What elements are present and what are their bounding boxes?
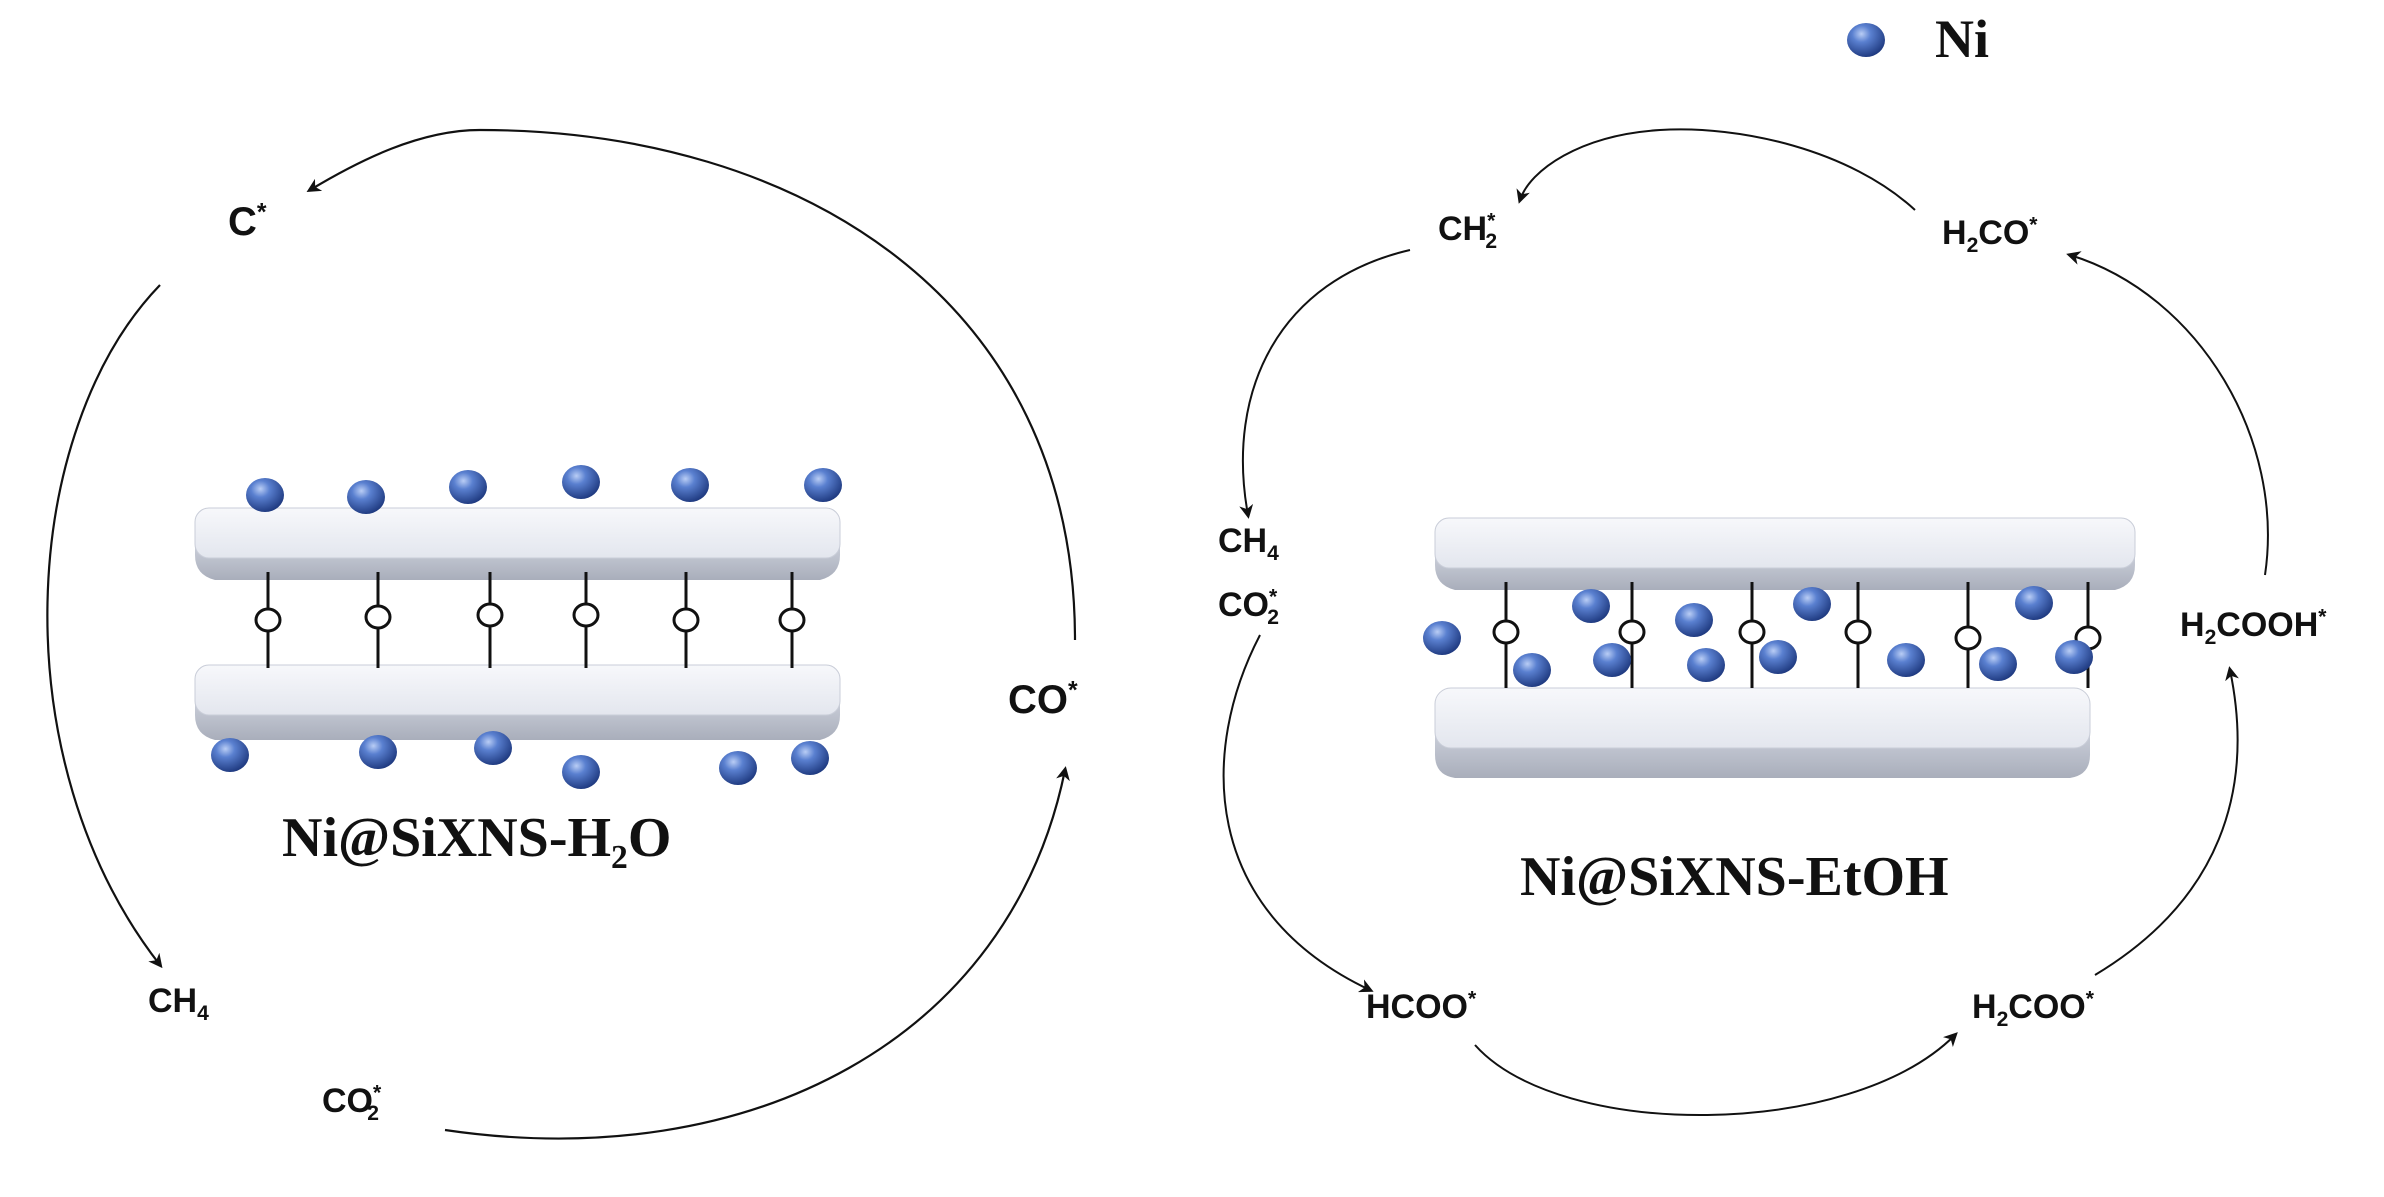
left-panel-title: Ni@SiXNS-H2O bbox=[282, 807, 672, 877]
linker-pillar bbox=[572, 572, 600, 668]
label-ch4-right: CH4 bbox=[1218, 522, 1279, 565]
ni-sphere bbox=[1675, 603, 1713, 637]
label-h2cooh-star: H2COOH* bbox=[2180, 605, 2327, 649]
label-hcoo-star: HCOO* bbox=[1366, 987, 1477, 1026]
arrow-c-to-ch4 bbox=[46, 284, 163, 969]
right-pillars bbox=[1492, 582, 2102, 688]
linker-pillar bbox=[1738, 582, 1766, 688]
label-ch2-star: CH*2 bbox=[1438, 209, 1498, 253]
label-h2co-star: H2CO* bbox=[1942, 213, 2038, 257]
arrow-co-to-c bbox=[306, 128, 1077, 641]
ni-sphere bbox=[804, 468, 842, 502]
arrow-h2coo-to-h2cooh bbox=[2094, 666, 2239, 976]
ni-sphere bbox=[719, 751, 757, 785]
linker-pillar bbox=[364, 572, 392, 668]
linker-pillar bbox=[1492, 582, 1520, 688]
legend-ni-sphere-icon bbox=[1847, 23, 1885, 57]
left-top-sheet bbox=[194, 507, 841, 580]
label-co2-star-right: CO*2 bbox=[1218, 585, 1279, 629]
linker-pillar bbox=[1618, 582, 1646, 688]
ni-sphere bbox=[1687, 648, 1725, 682]
right-bottom-sheet bbox=[1434, 687, 2091, 778]
ni-sphere bbox=[562, 755, 600, 789]
arrow-h2cooh-to-h2co bbox=[2066, 251, 2269, 576]
right-panel-title: Ni@SiXNS-EtOH bbox=[1520, 846, 1949, 908]
ni-sphere bbox=[1572, 589, 1610, 623]
ni-sphere bbox=[246, 478, 284, 512]
left-ni-spheres bbox=[211, 465, 842, 789]
arrow-co2-to-hcoo bbox=[1222, 634, 1374, 993]
linker-pillar bbox=[254, 572, 282, 668]
linker-pillar bbox=[476, 572, 504, 668]
ni-sphere bbox=[211, 738, 249, 772]
label-ch4: CH4 bbox=[148, 982, 209, 1025]
ni-sphere bbox=[2015, 586, 2053, 620]
label-co2-star: CO*2 bbox=[322, 1081, 382, 1125]
ni-sphere bbox=[2055, 640, 2093, 674]
ni-sphere bbox=[347, 480, 385, 514]
arrow-hcoo-to-h2coo bbox=[1474, 1032, 1958, 1116]
arrow-ch2-to-ch4 bbox=[1239, 249, 1411, 519]
linker-pillar bbox=[1844, 582, 1872, 688]
ni-sphere bbox=[671, 468, 709, 502]
ni-sphere bbox=[359, 735, 397, 769]
linker-pillar bbox=[1954, 582, 1982, 688]
ni-sphere bbox=[791, 741, 829, 775]
right-top-sheet bbox=[1434, 517, 2136, 590]
ni-sphere bbox=[1513, 653, 1551, 687]
left-pillars bbox=[254, 572, 806, 668]
ni-sphere bbox=[1759, 640, 1797, 674]
linker-pillar bbox=[778, 572, 806, 668]
arrow-h2co-to-ch2 bbox=[1516, 128, 1916, 211]
ni-sphere bbox=[562, 465, 600, 499]
ni-sphere bbox=[1423, 621, 1461, 655]
label-h2coo-star: H2COO* bbox=[1972, 987, 2094, 1031]
ni-sphere bbox=[1979, 647, 2017, 681]
linker-pillar bbox=[672, 572, 700, 668]
left-bottom-sheet bbox=[194, 664, 841, 740]
label-c-star: C* bbox=[228, 199, 267, 244]
ni-sphere bbox=[1793, 587, 1831, 621]
arrow-co2-to-co bbox=[444, 766, 1070, 1140]
ni-sphere bbox=[1593, 643, 1631, 677]
label-co-star: CO* bbox=[1008, 677, 1078, 722]
ni-sphere bbox=[474, 731, 512, 765]
ni-sphere bbox=[1887, 643, 1925, 677]
right-ni-spheres bbox=[1423, 586, 2093, 687]
legend-label: Ni bbox=[1935, 9, 1989, 69]
ni-sphere bbox=[449, 470, 487, 504]
